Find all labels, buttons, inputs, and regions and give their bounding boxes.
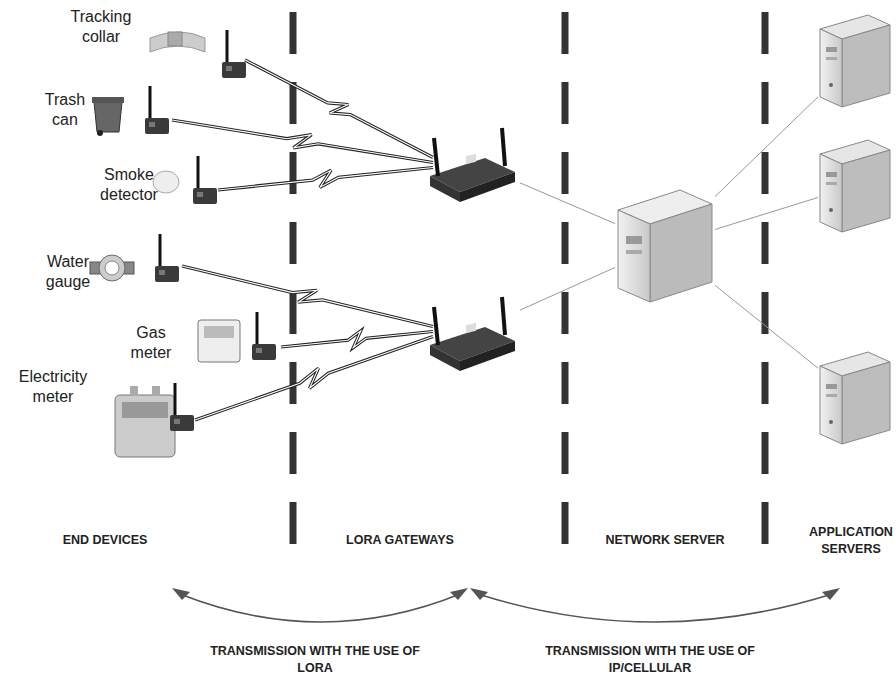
trash-can-icon bbox=[92, 86, 169, 136]
lora-gateway bbox=[425, 294, 520, 369]
end-device: Smoke detector bbox=[90, 160, 218, 210]
transmission-note: TRANSMISSION WITH THE USE OF LORA bbox=[200, 643, 430, 677]
application-server bbox=[818, 139, 892, 233]
tracking-collar-icon bbox=[150, 30, 246, 78]
device-label: Gas meter bbox=[125, 323, 177, 363]
end-device: Water gauge bbox=[35, 230, 182, 290]
ip-link bbox=[520, 267, 615, 310]
network-server-icon bbox=[618, 190, 712, 302]
ip-link bbox=[715, 285, 818, 368]
lora-link bbox=[245, 60, 433, 158]
column-heading: NETWORK SERVER bbox=[585, 532, 745, 549]
column-heading: END DEVICES bbox=[30, 532, 180, 549]
device-label: Tracking collar bbox=[55, 7, 147, 47]
lora-link bbox=[172, 120, 433, 163]
lora-link bbox=[195, 337, 433, 421]
end-device: Tracking collar bbox=[55, 5, 245, 77]
ip-link bbox=[520, 183, 615, 224]
application-server bbox=[818, 14, 892, 108]
device-label: Water gauge bbox=[35, 252, 101, 292]
ip-link bbox=[715, 197, 818, 229]
lora-gateway bbox=[425, 125, 520, 200]
transmission-note: TRANSMISSION WITH THE USE OF IP/CELLULAR bbox=[525, 643, 775, 677]
column-heading: LORA GATEWAYS bbox=[315, 532, 485, 549]
water-gauge-icon bbox=[90, 234, 179, 282]
end-device: Electricity meter bbox=[3, 362, 195, 462]
network-server bbox=[615, 186, 715, 304]
lora-link bbox=[182, 266, 433, 327]
gas-meter-icon bbox=[198, 312, 276, 362]
device-label: Smoke detector bbox=[90, 165, 168, 205]
smoke-detector-icon bbox=[153, 156, 217, 204]
device-label: Electricity meter bbox=[3, 367, 103, 407]
ip-link bbox=[715, 97, 818, 197]
end-device: Trash can bbox=[35, 85, 172, 140]
end-device: Gas meter bbox=[125, 318, 281, 368]
electricity-meter-icon bbox=[115, 383, 194, 457]
lora-link bbox=[218, 168, 433, 191]
device-label: Trash can bbox=[35, 90, 95, 130]
application-server bbox=[818, 351, 892, 445]
column-heading: APPLICATION SERVERS bbox=[808, 524, 894, 558]
